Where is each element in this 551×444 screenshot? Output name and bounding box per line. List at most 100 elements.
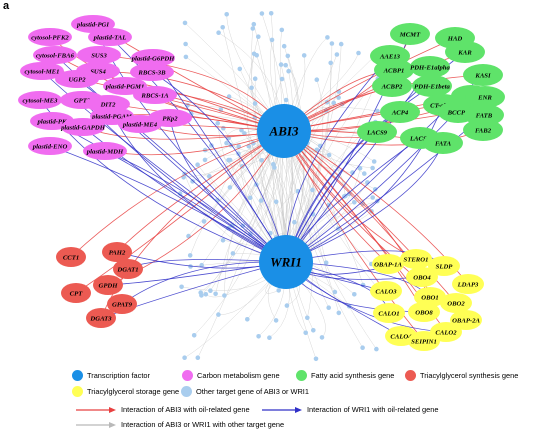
gene-node-label: plastid-ME4 (122, 122, 158, 129)
gene-node-label: RBCS-1A (140, 93, 169, 100)
gene-node-shape (77, 46, 121, 64)
other-target-node (313, 356, 319, 362)
legend-abi3-edge-label: Interaction of ABI3 with oil-related gen… (121, 405, 250, 414)
gene-node-label: LACS8 (409, 136, 431, 143)
gene-node-label: CCT1 (63, 255, 79, 262)
gene-node-sldp: SLDP (428, 256, 460, 276)
gene-node-shape (408, 331, 440, 351)
gene-node-label: SEIPIN1 (411, 339, 437, 346)
other-target-node (311, 328, 316, 333)
gene-node-label: KAR (457, 50, 472, 57)
gene-node-label: plastid-PGI (76, 22, 109, 29)
gene-node-mcmt: MCMT (390, 23, 430, 45)
other-target-node (279, 27, 285, 33)
other-target-node (230, 251, 236, 256)
legend-tag-synthesis-label: Triacylglycerol synthesis gene (420, 371, 519, 380)
other-target-node (213, 291, 218, 297)
gene-node-label: plastid-PGM1 (105, 84, 145, 91)
other-target-node (332, 289, 338, 295)
other-target-node (370, 165, 375, 171)
gene-node-label: plastid-TAL (93, 35, 127, 42)
gene-node-shape (18, 91, 62, 109)
gene-node-label: FAB2 (475, 128, 492, 135)
wri1-edge (151, 71, 287, 263)
other-target-node (276, 288, 282, 293)
gene-node-shape (445, 41, 485, 63)
gene-node-seipin1: SEIPIN1 (408, 331, 440, 351)
gene-node-label: CALO2 (435, 330, 457, 337)
gene-node-label: SUS4 (90, 69, 106, 76)
gene-node-fab2: FAB2 (463, 119, 503, 141)
other-target-node (224, 12, 229, 17)
gene-node-shape (370, 281, 402, 301)
gene-node-cytosol-fba6: cytosol-FBA6 (33, 46, 77, 64)
other-target-node (331, 100, 337, 106)
gene-node-label: cytosol-PFK2 (31, 35, 69, 42)
legend-fatty-acid-swatch (296, 370, 307, 381)
gene-node-acbp2: ACBP2 (372, 75, 412, 97)
other-target-node (190, 179, 195, 184)
abi3-edge (283, 129, 484, 146)
gene-node-kasi: KASI (463, 64, 503, 86)
other-target-node (222, 293, 227, 298)
gene-node-label: plastid-G6PDH (131, 56, 176, 63)
other-target-node (220, 238, 226, 243)
gene-node-label: OBAP-2A (452, 318, 480, 325)
gene-node-shape (406, 267, 438, 287)
gene-node-obap-1a: OBAP-1A (372, 254, 404, 274)
gene-node-label: ENR (477, 95, 492, 102)
gene-node-label: SLDP (436, 264, 454, 271)
other-target-node (191, 333, 197, 338)
gene-node-cytosol-me3: cytosol-ME3 (18, 91, 62, 109)
other-target-node (226, 94, 232, 99)
gene-node-shape (408, 302, 440, 322)
gene-node-pdh-e1beta: PDH-E1beta (412, 75, 452, 97)
gene-node-label: SUS3 (91, 53, 107, 60)
gene-node-label: DGAT1 (116, 267, 138, 274)
gene-node-shape (130, 63, 174, 81)
legend-tag-storage: Triacylglycerol storage gene (72, 386, 179, 397)
other-target-node (187, 253, 193, 258)
panel-label: a (3, 0, 10, 12)
other-target-node (215, 120, 220, 126)
gene-node-label: KASI (474, 73, 491, 80)
other-target-node (336, 310, 342, 316)
other-target-node (328, 60, 334, 66)
gene-node-label: PDH-E1alpha (410, 65, 450, 72)
other-target-node (256, 334, 261, 339)
other-target-node (346, 191, 352, 197)
gene-nodes: plastid-PGI cytosol-PFK2 plastid-TAL cytoso… (18, 15, 505, 351)
gene-node-fata: FATA (423, 132, 463, 154)
other-target-node (273, 318, 279, 323)
gene-node-label: LACS9 (366, 130, 388, 137)
other-target-node (252, 101, 258, 106)
gene-network: plastid-PGI cytosol-PFK2 plastid-TAL cytoso… (18, 11, 505, 362)
gene-node-shape (113, 259, 143, 279)
gene-node-label: AAE13 (379, 54, 401, 61)
other-target-node (284, 303, 290, 308)
gene-node-shape (423, 132, 463, 154)
gene-node-shape (131, 49, 175, 67)
gene-node-cpt: CPT (61, 283, 91, 303)
hub-node-label: ABI3 (269, 124, 299, 139)
gene-node-pdh-e1alpha: PDH-E1alpha (410, 56, 451, 78)
other-target-edge (283, 130, 313, 318)
legend-other-arrow (76, 421, 116, 428)
other-target-node (269, 37, 275, 43)
legend-carbon-swatch (182, 370, 193, 381)
other-target-node (305, 315, 310, 321)
other-target-node (216, 30, 221, 35)
other-target-node (220, 25, 225, 30)
other-target-node (374, 346, 379, 352)
gene-node-cytosol-pfk2: cytosol-PFK2 (28, 28, 72, 46)
other-target-node (183, 41, 188, 47)
gene-node-rbcs-1a: RBCS-1A (133, 86, 177, 104)
gene-node-label: DGAT3 (89, 316, 112, 323)
gene-node-shape (465, 86, 505, 108)
gene-node-shape (88, 28, 132, 46)
wri1-edge (285, 142, 444, 263)
gene-node-label: BCCP1 (447, 110, 469, 117)
other-target-node (356, 50, 361, 56)
gene-node-shape (428, 256, 460, 276)
legend-fatty-acid-label: Fatty acid synthesis gene (311, 371, 395, 380)
